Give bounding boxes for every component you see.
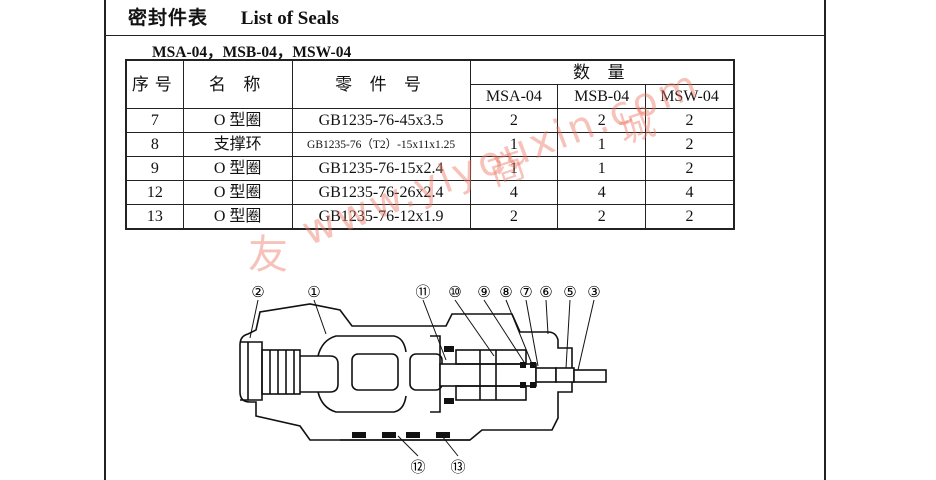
callout-group-bottom: ⑫ ⑬ bbox=[410, 458, 465, 476]
cell-msa: 4 bbox=[469, 180, 559, 205]
cell-msa: 1 bbox=[469, 156, 559, 181]
callout-2: ② bbox=[251, 283, 264, 301]
callout-13: ⑬ bbox=[450, 458, 465, 476]
cell-part: GB1235-76-45x3.5 bbox=[291, 108, 471, 133]
cell-part: GB1235-76-15x2.4 bbox=[291, 156, 471, 181]
seal-marks bbox=[352, 346, 536, 438]
cell-msa: 2 bbox=[469, 204, 559, 230]
callout-7: ⑦ bbox=[519, 283, 532, 301]
cell-part: GB1235-76-12x1.9 bbox=[291, 204, 471, 230]
table-row: 12 O 型圈 GB1235-76-26x2.4 4 4 4 bbox=[125, 180, 735, 205]
cell-no: 7 bbox=[125, 108, 184, 133]
table-subheader-row: MSA-04 MSB-04 MSW-04 bbox=[126, 84, 735, 109]
callout-3: ③ bbox=[587, 283, 600, 301]
table-row: 8 支撑环 GB1235-76（T2）-15x11x1.25 1 1 2 bbox=[125, 132, 735, 157]
callout-6: ⑥ bbox=[539, 283, 552, 301]
cell-msw: 2 bbox=[645, 132, 735, 157]
cell-msb: 2 bbox=[557, 204, 647, 230]
table-row: 9 O 型圈 GB1235-76-15x2.4 1 1 2 bbox=[125, 156, 735, 181]
cell-msw: 2 bbox=[645, 108, 735, 133]
page-title: 密封件表 List of Seals bbox=[128, 3, 339, 30]
callout-group-top: ② ① ⑪ ⑩ ⑨ ⑧ ⑦ ⑥ ⑤ ③ bbox=[251, 283, 600, 301]
models-subtitle: MSA-04，MSB-04，MSW-04 bbox=[152, 44, 352, 61]
callout-10: ⑩ bbox=[448, 283, 461, 301]
callout-8: ⑧ bbox=[499, 283, 512, 301]
cell-no: 13 bbox=[125, 204, 184, 230]
header-no: 序号 bbox=[125, 59, 184, 109]
table-row: 13 O 型圈 GB1235-76-12x1.9 2 2 2 bbox=[125, 204, 735, 230]
callout-5: ⑤ bbox=[563, 283, 576, 301]
title-english: List of Seals bbox=[240, 8, 339, 29]
page-border-left bbox=[104, 0, 106, 480]
header-msw: MSW-04 bbox=[645, 84, 735, 109]
leader-lines bbox=[249, 299, 595, 457]
cell-name: O 型圈 bbox=[182, 204, 293, 230]
callout-1: ① bbox=[307, 283, 320, 301]
callout-11: ⑪ bbox=[415, 283, 430, 301]
header-name: 名 称 bbox=[182, 59, 293, 109]
cell-msw: 2 bbox=[645, 204, 735, 230]
cell-no: 12 bbox=[125, 180, 184, 205]
seals-table: 序号 名 称 零 件 号 数 量 MSA-04 MSB-04 MSW-04 7 … bbox=[125, 59, 735, 230]
title-rule bbox=[104, 35, 826, 36]
callout-9: ⑨ bbox=[477, 283, 490, 301]
valve-body bbox=[239, 303, 607, 441]
table-header-row: 序号 名 称 零 件 号 数 量 bbox=[125, 59, 735, 109]
cell-part: GB1235-76-26x2.4 bbox=[291, 180, 471, 205]
cell-name: 支撑环 bbox=[182, 132, 293, 157]
title-chinese: 密封件表 bbox=[128, 8, 209, 29]
cell-no: 8 bbox=[125, 132, 184, 157]
table-row: 7 O 型圈 GB1235-76-45x3.5 2 2 2 bbox=[125, 108, 735, 133]
callout-12: ⑫ bbox=[410, 458, 425, 476]
cell-no: 9 bbox=[125, 156, 184, 181]
cell-msw: 4 bbox=[645, 180, 735, 205]
page-border-right bbox=[824, 0, 826, 480]
header-part: 零 件 号 bbox=[291, 59, 471, 109]
cell-part: GB1235-76（T2）-15x11x1.25 bbox=[291, 132, 471, 157]
cell-name: O 型圈 bbox=[182, 180, 293, 205]
cell-name: O 型圈 bbox=[182, 156, 293, 181]
cell-name: O 型圈 bbox=[182, 108, 293, 133]
